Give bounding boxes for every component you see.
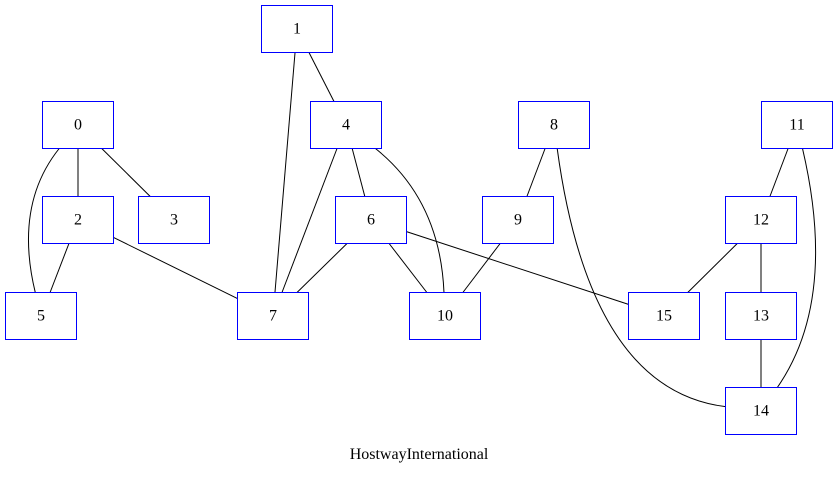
node-box-8: [518, 101, 590, 149]
node-box-5: [5, 292, 77, 340]
node-box-13: [725, 292, 797, 340]
node-label-6: 6: [367, 212, 375, 229]
node-15: 15: [628, 292, 700, 340]
node-label-8: 8: [550, 117, 558, 134]
edge-1-4: [308, 52, 335, 102]
node-box-15: [628, 292, 700, 340]
node-label-15: 15: [656, 308, 672, 325]
edge-6-15: [406, 231, 629, 305]
node-9: 9: [482, 196, 554, 244]
node-11: 11: [761, 101, 833, 149]
node-label-10: 10: [437, 308, 453, 325]
node-box-11: [761, 101, 833, 149]
edge-4-10: [375, 148, 445, 293]
edge-12-15: [687, 243, 738, 293]
node-10: 10: [409, 292, 481, 340]
node-5: 5: [5, 292, 77, 340]
node-2: 2: [42, 196, 114, 244]
node-7: 7: [237, 292, 309, 340]
edge-0-3: [101, 148, 151, 197]
node-label-13: 13: [753, 308, 769, 325]
edges-layer: [27, 52, 817, 408]
node-box-12: [725, 196, 797, 244]
node-box-3: [138, 196, 210, 244]
node-label-2: 2: [74, 212, 82, 229]
node-box-9: [482, 196, 554, 244]
edge-11-12: [769, 148, 789, 197]
node-label-3: 3: [170, 212, 178, 229]
node-label-14: 14: [753, 403, 769, 420]
edge-6-7: [296, 243, 348, 293]
node-box-2: [42, 196, 114, 244]
node-box-7: [237, 292, 309, 340]
edge-0-5: [27, 148, 60, 293]
edge-2-7: [113, 237, 238, 299]
node-label-7: 7: [269, 308, 277, 325]
node-label-12: 12: [753, 212, 769, 229]
edge-9-10: [462, 243, 501, 293]
node-label-9: 9: [514, 212, 522, 229]
node-14: 14: [725, 387, 797, 435]
node-box-4: [310, 101, 382, 149]
node-box-14: [725, 387, 797, 435]
node-label-11: 11: [789, 117, 804, 134]
node-box-10: [409, 292, 481, 340]
node-label-5: 5: [37, 308, 45, 325]
node-label-4: 4: [342, 117, 350, 134]
node-13: 13: [725, 292, 797, 340]
edge-8-9: [526, 148, 546, 197]
node-8: 8: [518, 101, 590, 149]
node-4: 4: [310, 101, 382, 149]
edge-8-14: [556, 148, 726, 408]
edge-4-7: [281, 148, 338, 293]
node-0: 0: [42, 101, 114, 149]
node-3: 3: [138, 196, 210, 244]
diagram-caption: HostwayInternational: [350, 446, 489, 463]
edge-11-14: [776, 148, 817, 388]
edge-1-7: [274, 52, 296, 293]
node-box-0: [42, 101, 114, 149]
node-12: 12: [725, 196, 797, 244]
edge-4-6: [351, 148, 366, 197]
node-label-1: 1: [293, 21, 301, 38]
node-6: 6: [335, 196, 407, 244]
node-label-0: 0: [74, 117, 82, 134]
node-1: 1: [261, 5, 333, 53]
edge-6-10: [388, 243, 428, 293]
node-box-6: [335, 196, 407, 244]
node-box-1: [261, 5, 333, 53]
edge-2-5: [49, 243, 70, 293]
